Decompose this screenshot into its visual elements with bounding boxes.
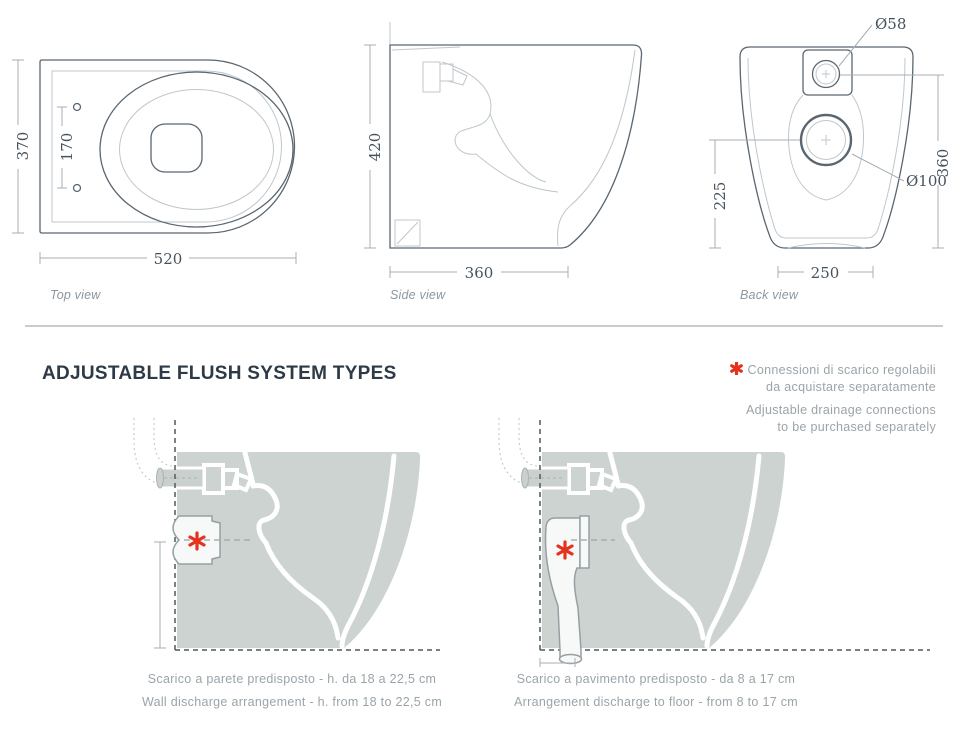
note-italian: Connessioni di scarico regolabili da acq… xyxy=(636,362,936,396)
section-divider xyxy=(25,325,943,327)
toilet-silhouette xyxy=(177,450,421,649)
dim-170: 170 xyxy=(58,133,76,162)
note-en-line1: Adjustable drainage connections xyxy=(746,403,936,417)
note-en-line2: to be purchased separately xyxy=(777,420,936,434)
dim-370: 370 xyxy=(14,132,32,161)
floor-discharge-connector xyxy=(544,515,615,665)
dim-520: 520 xyxy=(154,250,183,268)
note-it-line1: Connessioni di scarico regolabili xyxy=(747,363,936,377)
caption-italian: Scarico a parete predisposto - h. da 18 … xyxy=(147,672,437,686)
dim-360-depth: 360 xyxy=(465,264,494,282)
asterisk-icon xyxy=(188,531,206,551)
dim-outlet-diameter: Ø100 xyxy=(906,172,947,190)
asterisk-icon xyxy=(729,362,743,375)
caption-italian: Scarico a pavimento predisposto - da 8 a… xyxy=(516,672,796,686)
back-view-drawing: Ø58 360 Ø100 225 250 xyxy=(707,15,952,282)
side-view-section-details xyxy=(391,46,636,247)
wall-discharge-diagram xyxy=(133,418,440,651)
caption-english: Arrangement discharge to floor - from 8 … xyxy=(514,695,798,709)
side-view-drawing: 420 360 xyxy=(362,22,643,282)
side-view-label: Side view xyxy=(390,288,446,302)
wall-discharge-connector xyxy=(172,515,250,565)
top-view-label: Top view xyxy=(50,288,101,302)
dim-360-height: 360 xyxy=(934,149,952,178)
water-supply-pipe xyxy=(133,418,206,490)
top-view-drawing: 370 170 520 xyxy=(10,59,297,268)
note-english: Adjustable drainage connections to be pu… xyxy=(636,402,936,436)
wall-diagram-caption: Scarico a parete predisposto - h. da 18 … xyxy=(92,668,492,714)
dim-inlet-diameter: Ø58 xyxy=(875,15,906,33)
height-dimension-line xyxy=(154,541,166,649)
side-view-outline xyxy=(389,22,643,249)
top-view-outline xyxy=(39,59,296,234)
section-title: ADJUSTABLE FLUSH SYSTEM TYPES xyxy=(42,363,397,384)
dim-420: 420 xyxy=(366,133,384,162)
dim-250: 250 xyxy=(811,264,840,282)
top-view-dimensions: 370 170 520 xyxy=(10,59,297,268)
drainage-note: Connessioni di scarico regolabili da acq… xyxy=(636,362,936,436)
offset-dimension-line xyxy=(539,658,576,667)
floor-discharge-diagram xyxy=(498,418,930,667)
fixing-hole-top xyxy=(72,102,82,112)
note-it-line2: da acquistare separatamente xyxy=(765,380,936,394)
back-view-label: Back view xyxy=(740,288,799,302)
inlet-hole xyxy=(811,59,841,89)
floor-diagram-caption: Scarico a pavimento predisposto - da 8 a… xyxy=(456,668,856,714)
asterisk-icon xyxy=(556,540,574,560)
side-view-dimensions: 420 360 xyxy=(362,44,569,282)
fixing-hole-bottom xyxy=(72,183,82,193)
back-view-dimensions: Ø58 360 Ø100 225 250 xyxy=(707,15,952,282)
water-supply-pipe xyxy=(498,418,571,490)
caption-english: Wall discharge arrangement - h. from 18 … xyxy=(141,695,443,709)
back-view-outline xyxy=(739,46,914,249)
dim-225: 225 xyxy=(711,182,729,211)
toilet-silhouette xyxy=(542,450,786,649)
outlet-hole xyxy=(799,113,853,167)
